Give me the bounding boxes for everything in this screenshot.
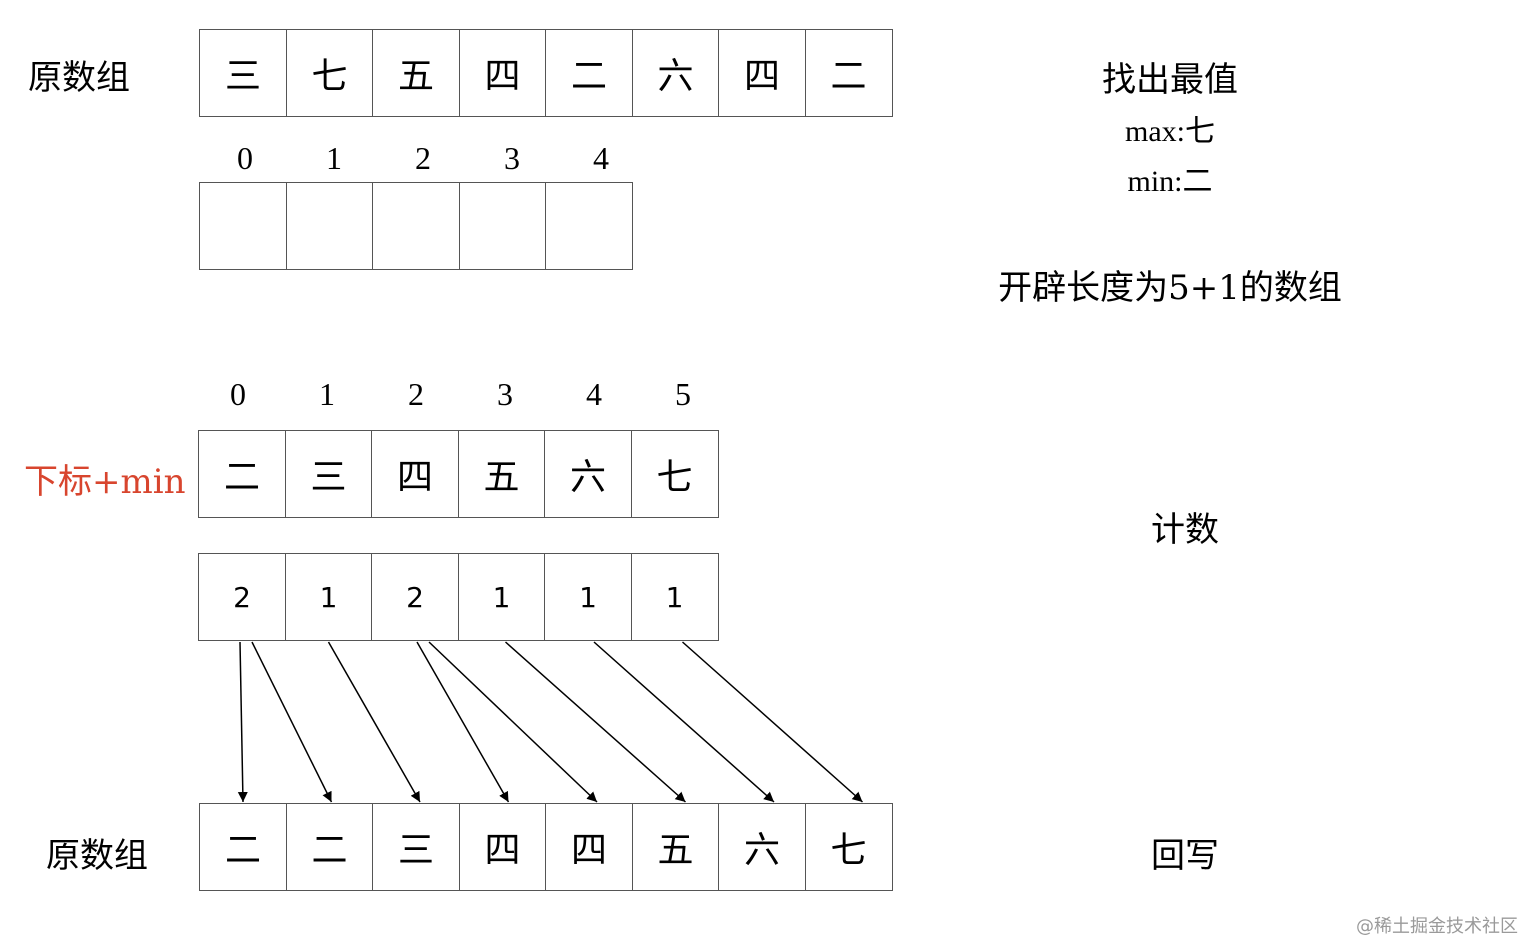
array-cell: 二 <box>804 29 893 117</box>
index-label: 0 <box>237 140 253 176</box>
find-extremes-text: 找出最值 <box>1102 60 1238 100</box>
array-cell: 五 <box>631 803 720 891</box>
empty-cell <box>285 182 374 270</box>
array-cell: 二 <box>285 803 374 891</box>
value-array: 二三四五六七 <box>198 430 719 518</box>
array-cell: 七 <box>804 803 893 891</box>
array-cell: 1 <box>284 553 373 641</box>
write-back-arrow <box>327 641 421 803</box>
original-array-label: 原数组 <box>28 58 130 98</box>
write-back-arrow <box>505 641 686 803</box>
array-cell: 五 <box>457 430 546 518</box>
min-text: min:二 <box>1127 165 1213 198</box>
write-back-arrow <box>593 641 775 803</box>
sorted-array: 二二三四四五六七 <box>199 803 893 891</box>
array-cell: 四 <box>458 29 547 117</box>
index-label: 5 <box>675 376 691 412</box>
array-cell: 三 <box>372 803 460 891</box>
write-back-arrow <box>682 641 863 803</box>
empty-cell <box>372 182 460 270</box>
write-back-arrow <box>416 641 510 803</box>
write-back-arrow <box>237 641 248 803</box>
array-cell: 四 <box>718 29 806 117</box>
array-cell: 七 <box>285 29 374 117</box>
write-back-text: 回写 <box>1151 836 1219 876</box>
array-cell: 二 <box>545 29 633 117</box>
index-label: 0 <box>230 376 246 412</box>
array-cell: 三 <box>284 430 373 518</box>
array-cell: 六 <box>631 29 720 117</box>
array-cell: 1 <box>457 553 546 641</box>
empty-count-array <box>199 182 633 270</box>
allocate-text: 开辟长度为5+1的数组 <box>998 268 1342 308</box>
index-label: 4 <box>593 140 609 176</box>
count-text: 计数 <box>1151 510 1219 550</box>
array-cell: 二 <box>199 803 287 891</box>
array-cell: 五 <box>372 29 460 117</box>
index-label: 3 <box>497 376 513 412</box>
array-cell: 四 <box>371 430 459 518</box>
original-array: 三七五四二六四二 <box>199 29 893 117</box>
original-array-bottom-label: 原数组 <box>46 836 148 876</box>
empty-cell <box>545 182 633 270</box>
watermark: @稀土掘金技术社区 <box>1356 916 1518 937</box>
empty-cell <box>458 182 547 270</box>
array-cell: 2 <box>371 553 459 641</box>
array-cell: 1 <box>630 553 719 641</box>
array-cell: 七 <box>630 430 719 518</box>
array-cell: 六 <box>718 803 806 891</box>
array-cell: 六 <box>544 430 632 518</box>
index-label: 1 <box>319 376 335 412</box>
index-label: 2 <box>408 376 424 412</box>
array-cell: 2 <box>198 553 286 641</box>
array-cell: 1 <box>544 553 632 641</box>
array-cell: 二 <box>198 430 286 518</box>
empty-cell <box>199 182 287 270</box>
max-text: max:七 <box>1125 115 1215 148</box>
index-label: 3 <box>504 140 520 176</box>
index-label: 1 <box>326 140 342 176</box>
write-back-arrow <box>251 641 333 803</box>
write-back-arrow <box>428 641 598 803</box>
index-label: 4 <box>586 376 602 412</box>
index-plus-min-label: 下标+min <box>24 462 186 502</box>
index-label: 2 <box>415 140 431 176</box>
